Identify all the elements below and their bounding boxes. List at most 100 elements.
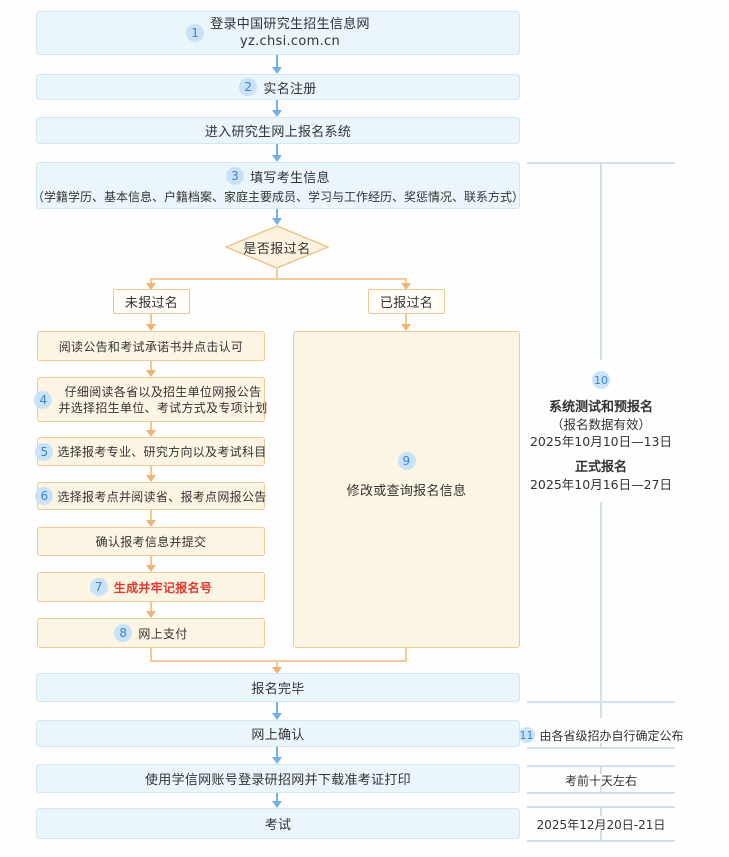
formal-registration-date: 2025年10月16日—27日 <box>529 477 673 492</box>
bracket-line <box>527 765 675 767</box>
arrow-down-icon <box>272 209 282 225</box>
bracket-line <box>527 747 675 749</box>
arrow-down-icon <box>272 100 282 117</box>
step-number-badge: 1 <box>186 24 205 42</box>
bracket-tick <box>600 786 602 793</box>
step-number-badge: 3 <box>226 167 245 185</box>
arrow-down-icon <box>146 602 156 618</box>
node-label: 阅读公告和考试承诺书并点击认可 <box>58 339 244 354</box>
arrow-down-icon <box>146 422 156 437</box>
bracket-tick <box>600 767 602 774</box>
node-enter-system: 进入研究生网上报名系统 <box>36 117 520 144</box>
pre-registration-date: 2025年10月10日—13日 <box>529 434 673 449</box>
node-label-warning: 生成并牢记报名号 <box>113 580 213 595</box>
node-remember-id: 7 生成并牢记报名号 <box>37 572 265 602</box>
node-label: 网上支付 <box>138 626 188 641</box>
bracket-tick <box>600 703 602 718</box>
step-number-badge: 6 <box>35 487 54 505</box>
branch-label: 未报过名 <box>124 296 179 311</box>
node-exam: 考试 <box>36 808 520 839</box>
node-label: 仔细阅读各省以及招生单位网报公告并选择招生单位、考试方式及专项计划 <box>58 384 267 416</box>
node-choose-major: 5 选择报考专业、研究方向以及考试科目 <box>35 437 267 466</box>
connector-line <box>150 660 407 662</box>
node-fill-info: 3 填写考生信息 （学籍学历、基本信息、户籍档案、家庭主要成员、学习与工作经历、… <box>32 162 524 209</box>
annotation-label: 由各省级招办自行确定公布 <box>539 728 684 743</box>
arrow-down-icon <box>272 144 282 162</box>
login-site-name: 登录中国研究生招生信息网 <box>210 17 370 32</box>
node-label: 登录中国研究生招生信息网 yz.chsi.com.cn <box>210 16 370 50</box>
bracket-line <box>527 806 675 808</box>
login-site-url: yz.chsi.com.cn <box>239 34 341 49</box>
step-number-badge: 8 <box>114 624 133 642</box>
annotation-download-time: 考前十天左右 <box>527 772 675 788</box>
node-label: 使用学信网账号登录研招网并下载准考证打印 <box>144 773 411 788</box>
node-label: 网上确认 <box>251 728 305 743</box>
arrow-down-icon <box>146 556 156 572</box>
node-label: 选择报考专业、研究方向以及考试科目 <box>57 445 267 459</box>
connector-line <box>276 269 278 279</box>
arrow-down-icon <box>401 314 411 331</box>
node-label: 实名注册 <box>263 81 317 97</box>
choose-unit-line1: 仔细阅读各省以及招生单位网报公告 <box>64 384 262 399</box>
bracket-line <box>600 162 602 360</box>
node-label: 确认报考信息并提交 <box>95 535 207 549</box>
node-online-pay: 8 网上支付 <box>37 618 265 648</box>
connector-line <box>150 648 152 662</box>
node-choose-unit: 4 仔细阅读各省以及招生单位网报公告并选择招生单位、考试方式及专项计划 <box>34 377 267 422</box>
node-modify-query: 9 修改或查询报名信息 <box>293 331 520 648</box>
connector-line <box>405 648 407 662</box>
step-number-badge: 5 <box>35 442 54 461</box>
arrow-down-icon <box>146 314 156 331</box>
bracket-line <box>527 840 675 842</box>
bracket-line <box>527 792 675 794</box>
step-number-badge: 4 <box>34 390 53 409</box>
node-detail: （学籍学历、基本信息、户籍档案、家庭主要成员、学习与工作经历、奖惩情况、联系方式… <box>32 189 525 204</box>
node-registration-complete: 报名完毕 <box>36 673 520 702</box>
bracket-tick <box>600 831 602 840</box>
annotation-exam-date: 2025年12月20日-21日 <box>527 816 675 832</box>
arrow-down-icon <box>272 702 282 720</box>
arrow-down-icon <box>146 510 156 527</box>
step-number-badge: 10 <box>592 371 610 389</box>
connector-line <box>150 278 407 280</box>
node-choose-exam-site: 6 选择报考点并阅读省、报考点网报公告 <box>35 482 267 510</box>
node-label: 填写考生信息 <box>250 170 330 186</box>
bracket-line <box>527 701 675 703</box>
annotation-registration-dates: 系统测试和预报名 （报名数据有效） 2025年10月10日—13日 正式报名 2… <box>511 399 691 493</box>
arrow-down-icon <box>146 361 156 377</box>
step-number-badge: 7 <box>89 578 108 596</box>
node-read-notice: 阅读公告和考试承诺书并点击认可 <box>37 331 265 361</box>
choose-unit-line2: 并选择招生单位、考试方式及专项计划 <box>58 400 268 415</box>
node-label: 进入研究生网上报名系统 <box>204 125 352 140</box>
node-real-name-register: 2 实名注册 <box>36 74 520 100</box>
decision-registered-before: 是否报过名 <box>224 225 330 269</box>
bracket-line <box>600 502 602 702</box>
node-label: 修改或查询报名信息 <box>346 484 467 499</box>
decision-label: 是否报过名 <box>243 241 311 257</box>
arrow-down-icon <box>146 466 156 482</box>
bracket-tick <box>600 743 602 748</box>
formal-registration-title: 正式报名 <box>574 460 627 475</box>
step-number-badge: 2 <box>239 78 258 96</box>
step-number-badge: 11 <box>518 727 535 743</box>
branch-label: 已报过名 <box>379 296 434 311</box>
branch-not-registered: 未报过名 <box>113 289 190 314</box>
step-number-badge: 9 <box>397 452 416 470</box>
node-login-chsi: 1 登录中国研究生招生信息网 yz.chsi.com.cn <box>36 11 520 55</box>
annotation-label: 考前十天左右 <box>564 773 637 788</box>
diamond-shape-icon <box>224 225 330 269</box>
spacer <box>511 450 691 459</box>
node-label: 考试 <box>264 818 292 833</box>
node-confirm-submit: 确认报考信息并提交 <box>37 527 265 556</box>
pre-registration-title: 系统测试和预报名 <box>548 400 653 415</box>
node-online-confirm: 网上确认 <box>36 720 520 747</box>
annotation-label: 2025年12月20日-21日 <box>536 817 666 832</box>
node-label: 选择报考点并阅读省、报考点网报公告 <box>57 489 267 504</box>
node-label: 报名完毕 <box>251 682 305 697</box>
branch-registered: 已报过名 <box>368 289 445 314</box>
node-download-ticket: 使用学信网账号登录研招网并下载准考证打印 <box>36 764 520 793</box>
node-title-row: 3 填写考生信息 <box>226 167 330 186</box>
arrow-down-icon <box>272 55 282 74</box>
bracket-tick <box>600 808 602 816</box>
